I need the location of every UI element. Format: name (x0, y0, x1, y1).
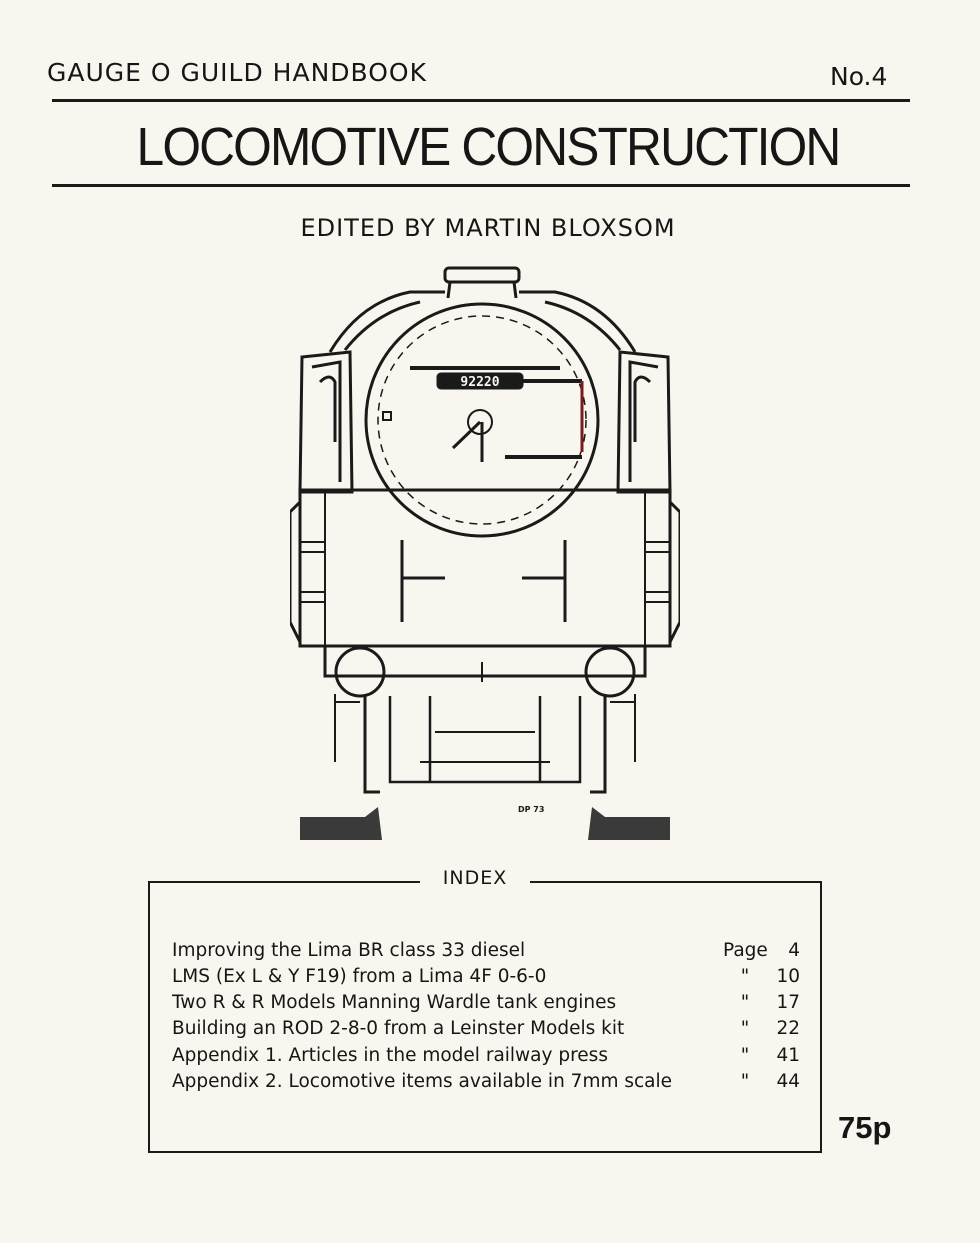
issue-number: No.4 (830, 62, 888, 91)
index-item: Building an ROD 2-8-0 from a Leinster Mo… (172, 1018, 800, 1044)
price: 75p (838, 1110, 892, 1145)
index-item-title: Building an ROD 2-8-0 from a Leinster Mo… (172, 1018, 625, 1039)
locomotive-front-illustration: 92220 DP 73 (290, 266, 680, 840)
index-item-title: Appendix 2. Locomotive items available i… (172, 1071, 673, 1092)
ditto-mark: " (740, 1045, 750, 1066)
title-rule (52, 184, 910, 187)
number-plate: 92220 (460, 375, 499, 390)
index-item-title: Two R & R Models Manning Wardle tank eng… (172, 992, 617, 1013)
top-rule (52, 99, 910, 102)
book-title: LOCOMOTIVE CONSTRUCTION (136, 117, 842, 177)
index-item-title: Improving the Lima BR class 33 diesel (172, 940, 526, 961)
index-item: LMS (Ex L & Y F19) from a Lima 4F 0-6-0 "… (172, 966, 800, 992)
index-item: Improving the Lima BR class 33 diesel Pag… (172, 940, 800, 966)
ditto-mark: " (740, 1018, 750, 1039)
index-item-page: 4 (788, 940, 800, 961)
artist-signature: DP 73 (518, 805, 544, 814)
series-title: GAUGE O GUILD HANDBOOK (47, 58, 427, 87)
ditto-mark: " (740, 1071, 750, 1092)
index-item: Appendix 2. Locomotive items available i… (172, 1071, 800, 1097)
page-label: Page (723, 940, 768, 961)
index-box: Improving the Lima BR class 33 diesel Pag… (148, 881, 822, 1153)
index-item-page: 22 (776, 1018, 800, 1039)
index-item-title: LMS (Ex L & Y F19) from a Lima 4F 0-6-0 (172, 966, 547, 987)
index-item-page: 44 (776, 1071, 800, 1092)
ditto-mark: " (740, 992, 750, 1013)
index-item-page: 17 (776, 992, 800, 1013)
index-item-page: 41 (776, 1045, 800, 1066)
index-item: Two R & R Models Manning Wardle tank eng… (172, 992, 800, 1018)
ditto-mark: " (740, 966, 750, 987)
index-heading: INDEX (420, 867, 530, 889)
index-item: Appendix 1. Articles in the model railwa… (172, 1045, 800, 1071)
index-item-title: Appendix 1. Articles in the model railwa… (172, 1045, 608, 1066)
index-item-page: 10 (776, 966, 800, 987)
editor-credit: EDITED BY MARTIN BLOXSOM (300, 214, 676, 242)
